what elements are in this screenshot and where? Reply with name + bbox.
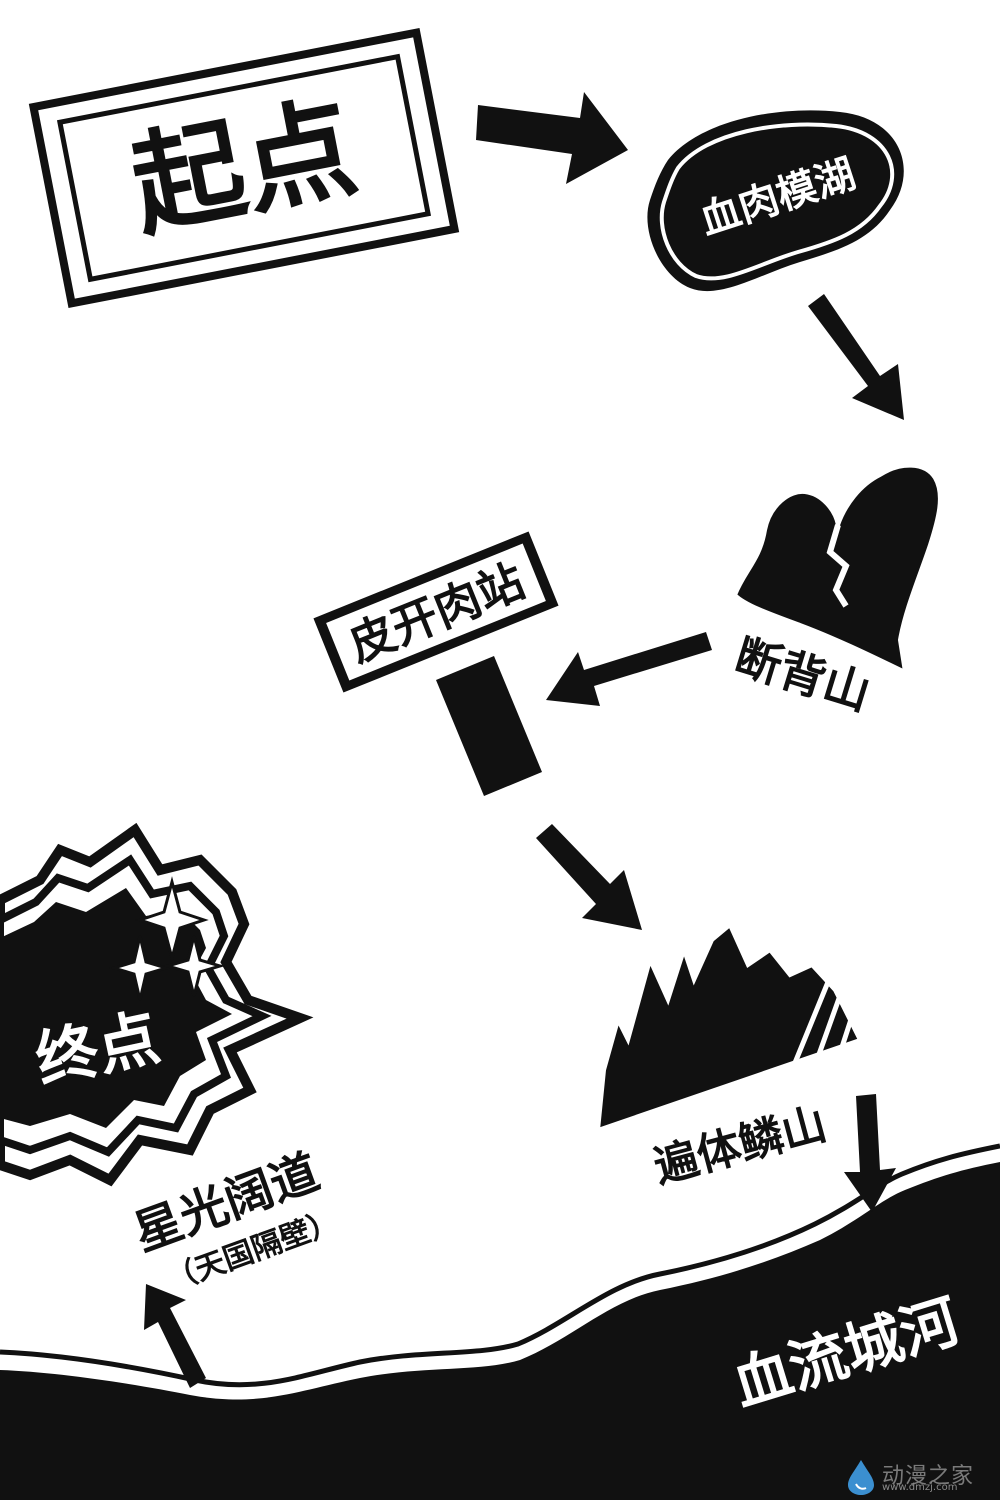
broken-back-mountain: 断背山 <box>729 463 942 721</box>
water-drop-icon <box>848 1460 874 1495</box>
arrow-scaled-to-river <box>844 1094 896 1212</box>
label-scaled-mountain: 遍体鳞山 <box>649 1099 832 1194</box>
arrow-river-to-road <box>144 1284 206 1388</box>
watermark: 动漫之家 www.dmzj.com <box>846 1458 996 1496</box>
arrow-bloodmess-to-mountain <box>808 294 904 420</box>
start-sign: 起点 <box>28 27 460 309</box>
watermark-name: 动漫之家 <box>882 1464 975 1489</box>
arrow-station-to-scaled <box>536 824 642 930</box>
arrow-start-to-bloodmess <box>476 92 628 184</box>
scaled-mountain: 遍体鳞山 <box>595 921 863 1194</box>
arrow-mountain-to-station <box>546 632 712 706</box>
station-sign: 皮开肉站 <box>308 526 564 796</box>
sparkle-left <box>108 935 172 1001</box>
sparkle-large <box>135 876 209 964</box>
blood-mess-blob: 血肉模湖 <box>647 110 904 292</box>
sparkle-right <box>162 935 226 997</box>
watermark-url: www.dmzj.com <box>882 1482 958 1493</box>
blood-river-shape: 血流城河 <box>0 1143 1000 1500</box>
end-burst: 终点 <box>0 822 314 1187</box>
